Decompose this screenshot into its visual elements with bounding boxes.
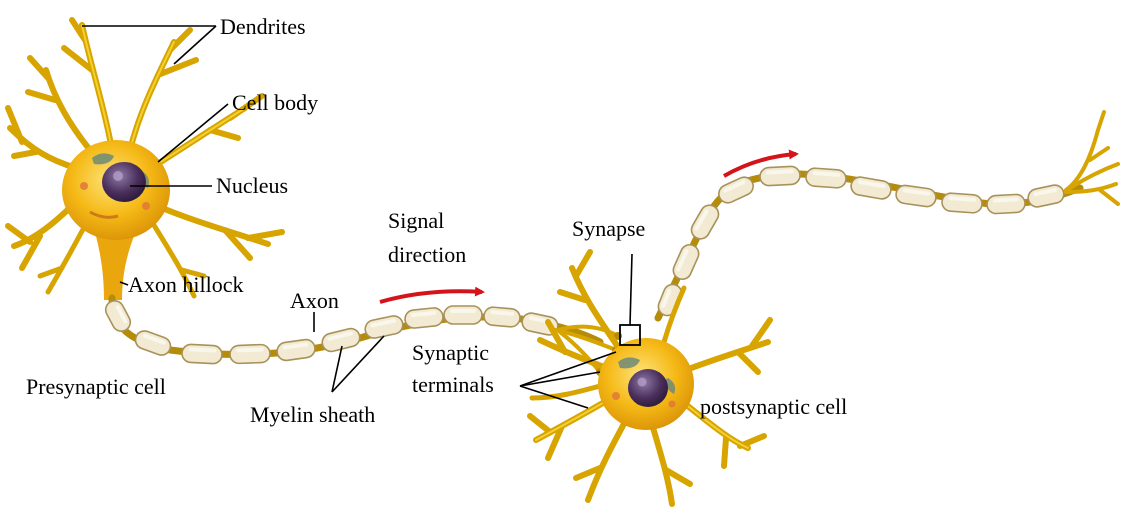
presynaptic-nucleus — [102, 162, 146, 202]
postsynaptic-nucleus — [628, 369, 668, 407]
label-axon-hillock: Axon hillock — [128, 272, 244, 297]
presynaptic-neuron — [8, 20, 282, 300]
label-dendrites: Dendrites — [220, 14, 306, 39]
label-synaptic-terminals-line2: terminals — [412, 372, 494, 397]
signal-direction-arrow — [380, 291, 482, 302]
label-cell-body: Cell body — [232, 90, 318, 115]
label-synaptic-terminals-line1: Synaptic — [412, 340, 489, 365]
axon-terminal-branches — [1066, 112, 1118, 204]
label-postsynaptic-cell: postsynaptic cell — [700, 394, 847, 419]
label-signal-direction-line2: direction — [388, 242, 466, 267]
label-synapse: Synapse — [572, 216, 645, 241]
label-axon: Axon — [290, 288, 339, 313]
label-presynaptic-cell: Presynaptic cell — [26, 374, 166, 399]
label-signal-direction-line1: Signal — [388, 208, 444, 233]
label-nucleus: Nucleus — [216, 173, 288, 198]
label-myelin-sheath: Myelin sheath — [250, 402, 375, 427]
